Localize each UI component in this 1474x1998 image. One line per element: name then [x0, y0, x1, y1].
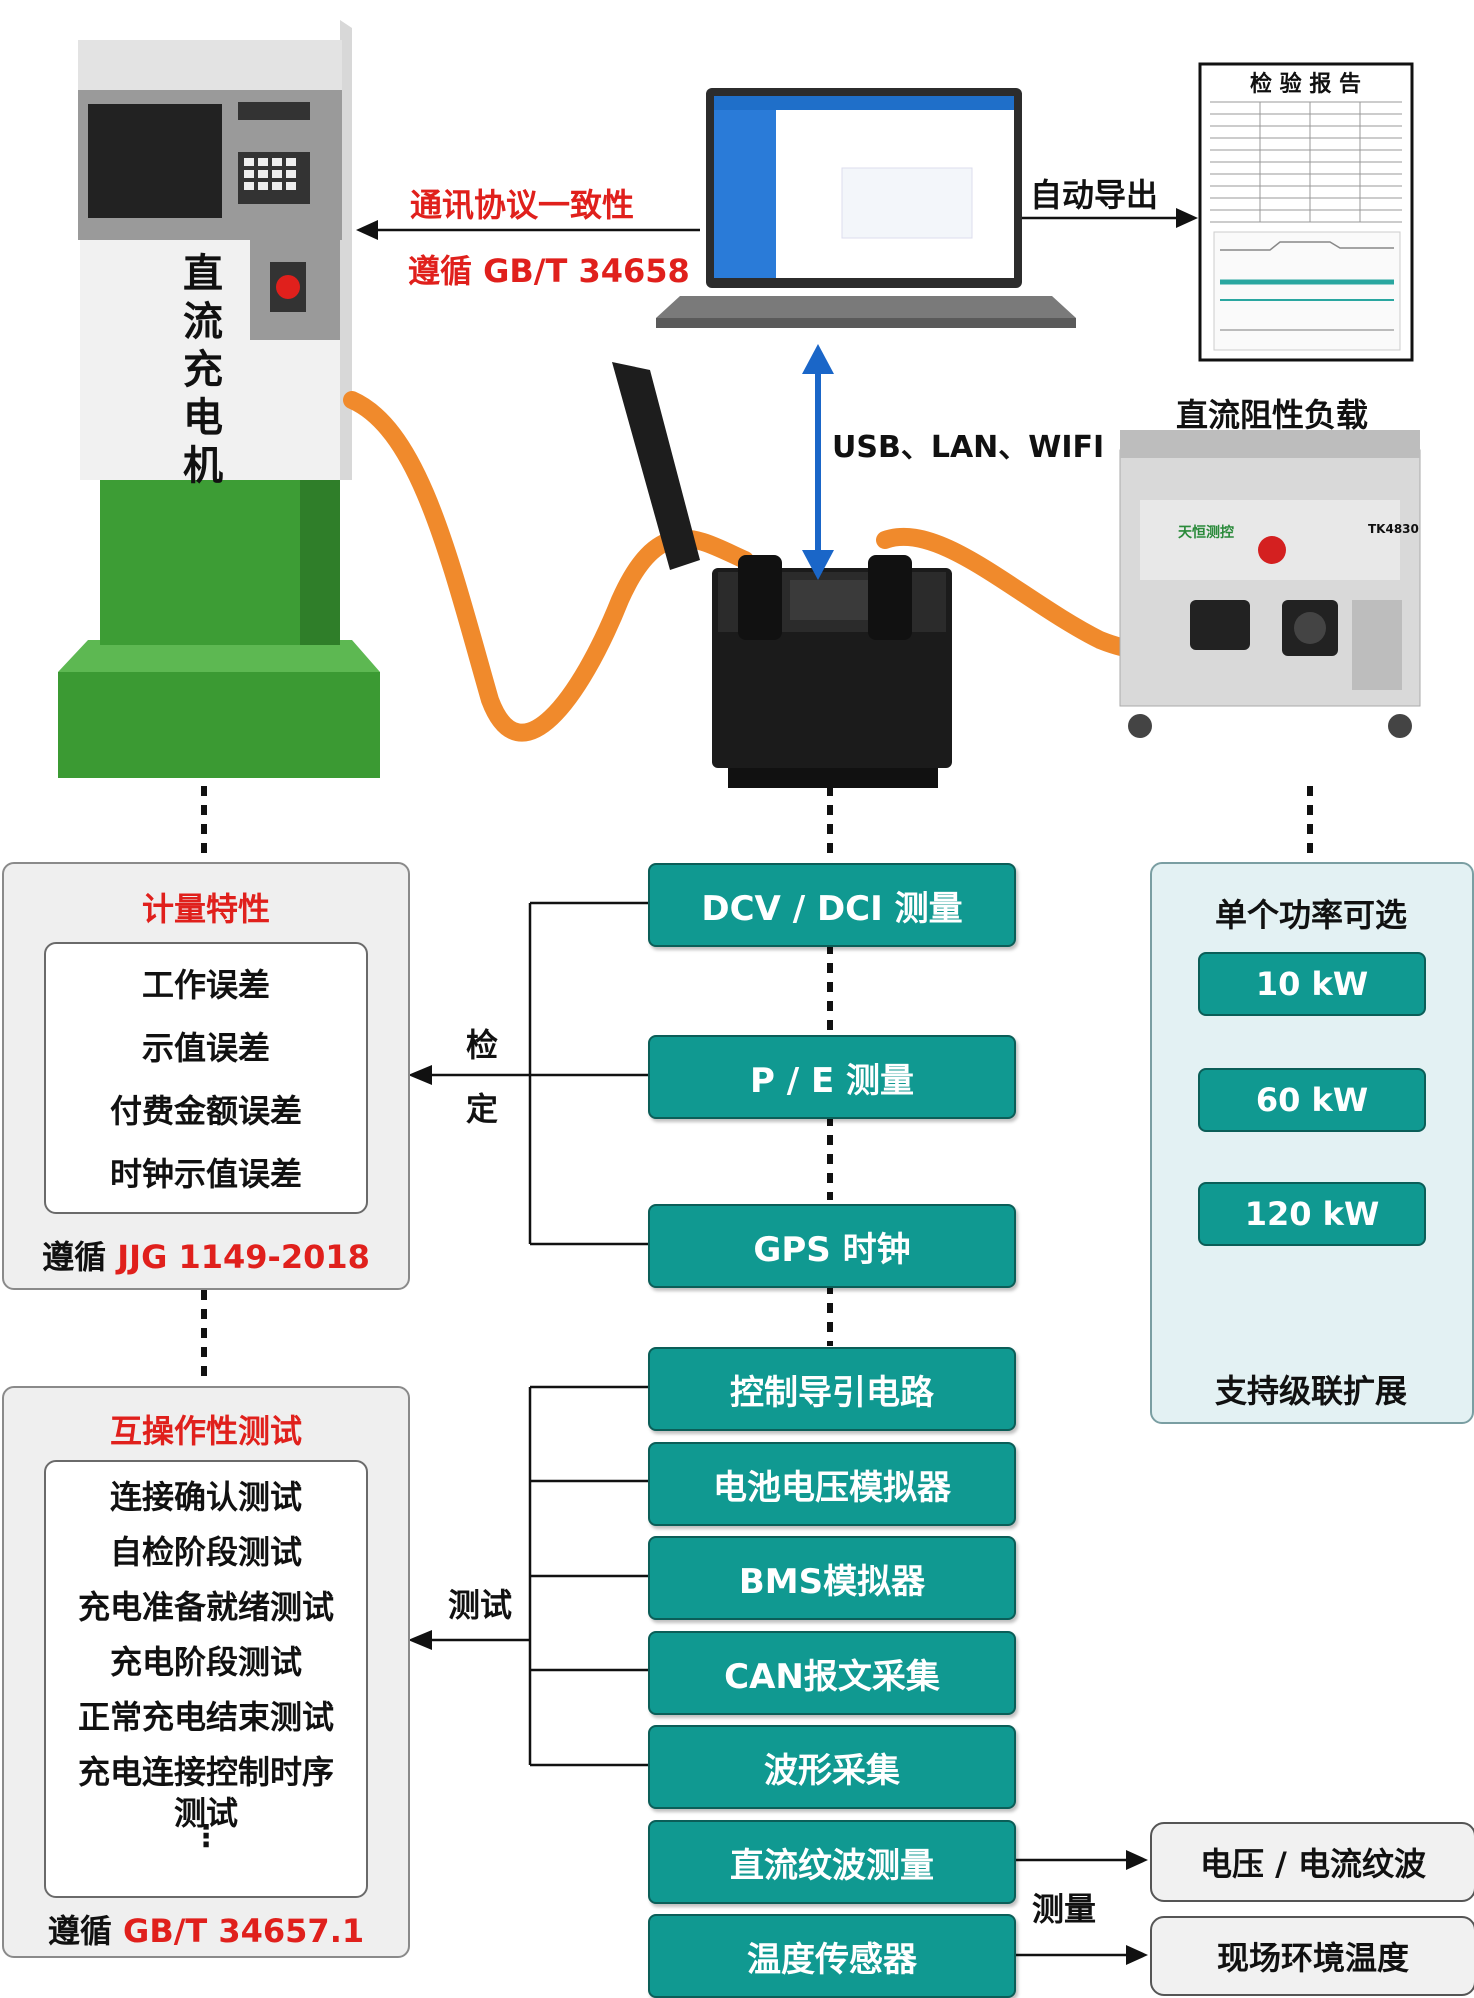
power-option-120kw: 120 kW [1198, 1182, 1426, 1246]
verify-label-1: 检 [466, 1026, 499, 1064]
metrology-title: 计量特性 [141, 890, 270, 928]
standard-prefix: 遵循 [42, 1238, 118, 1276]
protocol-title: 通讯协议一致性 [410, 186, 635, 224]
charger-label-char: 直 [183, 251, 223, 297]
test-label: 测试 [448, 1586, 513, 1624]
list-item: 充电准备就绪测试 [77, 1588, 334, 1626]
load-title: 直流阻性负载 [1176, 396, 1369, 434]
dc-load-illustration [1119, 430, 1421, 738]
load-brand: 天恒测控 [1178, 525, 1234, 541]
cable-charger-to-meter [343, 391, 754, 742]
ripple-output: 电压 / 电流纹波 [1150, 1822, 1474, 1902]
list-item: 充电阶段测试 [109, 1643, 302, 1681]
temp-sensor-module: 温度传感器 [648, 1914, 1016, 1998]
charger-label-char: 电 [183, 395, 223, 441]
interop-standard: 遵循 GB/T 34657.1 [4, 1906, 408, 1952]
list-item: 时钟示值误差 [109, 1155, 302, 1193]
metrology-standard: 遵循 JJG 1149-2018 [4, 1232, 408, 1278]
standard-prefix: 遵循 [47, 1912, 124, 1950]
charger-label: 直 流 充 电 机 [178, 250, 228, 490]
list-item: 示值误差 [141, 1029, 270, 1067]
interop-panel: 互操作性测试 连接确认测试 自检阶段测试 充电准备就绪测试 充电阶段测试 正常充… [2, 1386, 410, 1958]
link-label: USB、LAN、WIFI [832, 430, 1105, 465]
metrology-list: 工作误差 示值误差 付费金额误差 时钟示值误差 [44, 942, 368, 1214]
dc-charger-illustration [58, 20, 380, 778]
list-item: 测试 [173, 1794, 238, 1832]
power-panel [1150, 862, 1474, 1424]
pe-module: P / E 测量 [648, 1035, 1016, 1119]
waveform-module: 波形采集 [648, 1725, 1016, 1809]
export-label: 自动导出 [1030, 176, 1159, 214]
report-title: 检 验 报 告 [1250, 72, 1361, 97]
list-item: 正常充电结束测试 [77, 1698, 334, 1736]
ellipsis: ⋮ [191, 1819, 221, 1854]
report-sheet-illustration [1198, 62, 1414, 362]
charger-label-char: 充 [183, 347, 223, 393]
verify-label-2: 定 [466, 1090, 499, 1128]
dcv-dci-module: DCV / DCI 测量 [648, 863, 1016, 947]
measure-label: 测量 [1032, 1890, 1097, 1928]
list-item: 自检阶段测试 [109, 1533, 302, 1571]
power-footer: 支持级联扩展 [1214, 1372, 1407, 1410]
bms-sim-module: BMS模拟器 [648, 1536, 1016, 1620]
charger-label-char: 机 [183, 443, 223, 489]
metrology-panel: 计量特性 工作误差 示值误差 付费金额误差 时钟示值误差 遵循 JJG 1149… [2, 862, 410, 1290]
laptop-illustration [656, 88, 1076, 328]
standard-code: GB/T 34657.1 [123, 1912, 365, 1950]
list-item: 付费金额误差 [109, 1092, 302, 1130]
load-model: TK4830 [1368, 522, 1419, 536]
gps-module: GPS 时钟 [648, 1204, 1016, 1288]
list-item: 充电连接控制时序 [77, 1753, 334, 1791]
power-option-60kw: 60 kW [1198, 1068, 1426, 1132]
interop-title: 互操作性测试 [109, 1412, 302, 1450]
interop-list: 连接确认测试 自检阶段测试 充电准备就绪测试 充电阶段测试 正常充电结束测试 充… [44, 1460, 368, 1898]
charger-label-char: 流 [183, 299, 223, 345]
pilot-module: 控制导引电路 [648, 1347, 1016, 1431]
power-title: 单个功率可选 [1214, 896, 1407, 934]
power-option-10kw: 10 kW [1198, 952, 1426, 1016]
meter-device-illustration [612, 362, 952, 788]
standard-code: JJG 1149-2018 [117, 1238, 370, 1276]
can-module: CAN报文采集 [648, 1631, 1016, 1715]
temperature-output: 现场环境温度 [1150, 1916, 1474, 1996]
list-item: 连接确认测试 [109, 1478, 302, 1516]
ripple-module: 直流纹波测量 [648, 1820, 1016, 1904]
protocol-standard: 遵循 GB/T 34658 [408, 252, 690, 290]
battery-sim-module: 电池电压模拟器 [648, 1442, 1016, 1526]
list-item: 工作误差 [141, 966, 270, 1004]
